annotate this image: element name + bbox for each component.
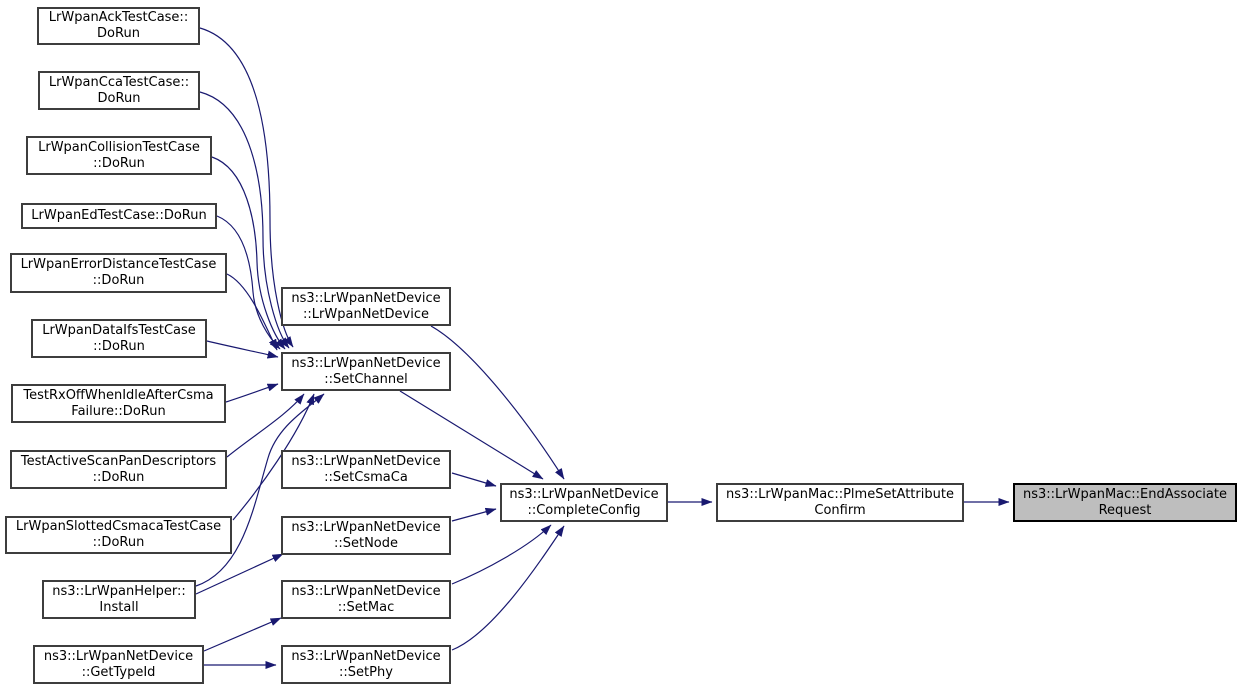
graph-node-setmac[interactable]: ns3::LrWpanNetDevice::SetMac [281,580,451,619]
graph-node-label: TestActiveScanPanDescriptors [20,453,217,469]
graph-node-errordistance-dorun[interactable]: LrWpanErrorDistanceTestCase::DoRun [10,253,227,293]
graph-node-label: Failure::DoRun [71,403,166,419]
graph-node-label: Confirm [814,502,866,518]
graph-node-label: ns3::LrWpanHelper:: [52,583,186,599]
graph-node-setcsmaca[interactable]: ns3::LrWpanNetDevice::SetCsmaCa [281,450,451,489]
call-edge-helper-install-to-setnode [195,553,284,595]
graph-node-label: Request [1098,502,1152,518]
graph-node-label: ns3::LrWpanNetDevice [291,290,441,306]
graph-node-label: LrWpanAckTestCase:: [48,10,189,25]
graph-node-label: DoRun [97,26,140,41]
graph-node-ed-dorun[interactable]: LrWpanEdTestCase::DoRun [21,203,217,229]
call-edge-gettypeid-to-setmac [203,617,282,652]
graph-node-label: ::GetTypeId [81,664,156,680]
graph-node-label: ::DoRun [92,469,145,485]
graph-node-label: DoRun [97,90,141,106]
graph-node-label: ::CompleteConfig [527,502,641,518]
call-edge-helper-install-to-setchannel [195,393,325,587]
graph-node-label: ::SetPhy [339,664,393,680]
graph-node-label: ::DoRun [92,273,145,288]
graph-node-label: ns3::LrWpanNetDevice [291,583,441,599]
graph-node-label: ns3::LrWpanNetDevice [43,648,194,664]
graph-node-dataifs-dorun[interactable]: LrWpanDataIfsTestCase::DoRun [31,319,207,358]
call-edge-setnode-to-completeconfig [451,507,497,522]
graph-node-cca-dorun[interactable]: LrWpanCcaTestCase::DoRun [38,71,200,110]
call-edge-slottedcsmaca-dorun-to-setchannel [232,393,315,521]
call-edge-setphy-to-completeconfig [451,525,565,651]
graph-node-label: ::SetCsmaCa [324,469,408,485]
graph-node-label: LrWpanEdTestCase::DoRun [31,208,207,223]
graph-node-label: ::SetNode [333,535,399,551]
graph-node-label: Install [99,599,139,615]
graph-node-setphy[interactable]: ns3::LrWpanNetDevice::SetPhy [281,645,451,684]
graph-node-label: ::DoRun [93,338,145,354]
graph-node-setnode[interactable]: ns3::LrWpanNetDevice::SetNode [281,516,451,555]
graph-node-label: ns3::LrWpanMac::PlmeSetAttribute [726,486,954,502]
graph-node-label: LrWpanErrorDistanceTestCase [20,257,217,272]
graph-node-slottedcsmaca-dorun[interactable]: LrWpanSlottedCsmacaTestCase::DoRun [5,516,232,554]
graph-node-label: TestRxOffWhenIdleAfterCsma [23,387,214,403]
graph-node-ack-dorun[interactable]: LrWpanAckTestCase::DoRun [37,7,200,45]
call-edge-constructor-to-completeconfig [430,325,565,480]
graph-node-label: LrWpanSlottedCsmacaTestCase [15,519,222,534]
graph-node-constructor[interactable]: ns3::LrWpanNetDevice::LrWpanNetDevice [281,287,451,326]
graph-node-label: ns3::LrWpanNetDevice [291,648,441,664]
call-edge-setmac-to-completeconfig [451,524,552,585]
graph-node-label: ns3::LrWpanNetDevice [509,486,659,502]
graph-node-label: ::SetChannel [324,371,408,387]
call-edge-setchannel-to-completeconfig [399,390,544,480]
call-edge-errordistance-dorun-to-setchannel [226,273,278,351]
graph-node-label: ns3::LrWpanNetDevice [291,519,441,535]
graph-node-completeconfig[interactable]: ns3::LrWpanNetDevice::CompleteConfig [500,483,668,522]
graph-node-gettypeid[interactable]: ns3::LrWpanNetDevice::GetTypeId [33,645,204,684]
graph-node-label: ns3::LrWpanNetDevice [291,355,441,371]
graph-node-label: ::LrWpanNetDevice [303,306,429,322]
graph-node-setchannel[interactable]: ns3::LrWpanNetDevice::SetChannel [281,352,451,391]
graph-node-label: ::SetMac [337,599,395,615]
graph-node-label: ns3::LrWpanNetDevice [291,453,441,469]
call-edge-ed-dorun-to-setchannel [216,215,281,350]
call-edge-activescan-dorun-to-setchannel [226,393,305,458]
graph-node-label: LrWpanCcaTestCase:: [48,74,190,90]
call-edge-cca-dorun-to-setchannel [199,91,290,349]
graph-node-helper-install[interactable]: ns3::LrWpanHelper::Install [42,580,196,619]
graph-node-label: ::DoRun [92,535,145,550]
call-edge-dataifs-dorun-to-setchannel [206,340,279,359]
graph-node-label: ::DoRun [93,155,145,171]
graph-node-label: LrWpanCollisionTestCase [38,139,200,155]
graph-node-collision-dorun[interactable]: LrWpanCollisionTestCase::DoRun [26,136,212,175]
call-edge-setcsmaca-to-completeconfig [451,472,497,487]
graph-node-label: LrWpanDataIfsTestCase [42,322,196,338]
call-edge-collision-dorun-to-setchannel [211,156,286,350]
graph-node-activescan-dorun[interactable]: TestActiveScanPanDescriptors::DoRun [10,450,227,489]
call-edge-rxoffwhenidle-dorun-to-setchannel [225,383,279,403]
graph-node-label: ns3::LrWpanMac::EndAssociate [1023,486,1227,502]
